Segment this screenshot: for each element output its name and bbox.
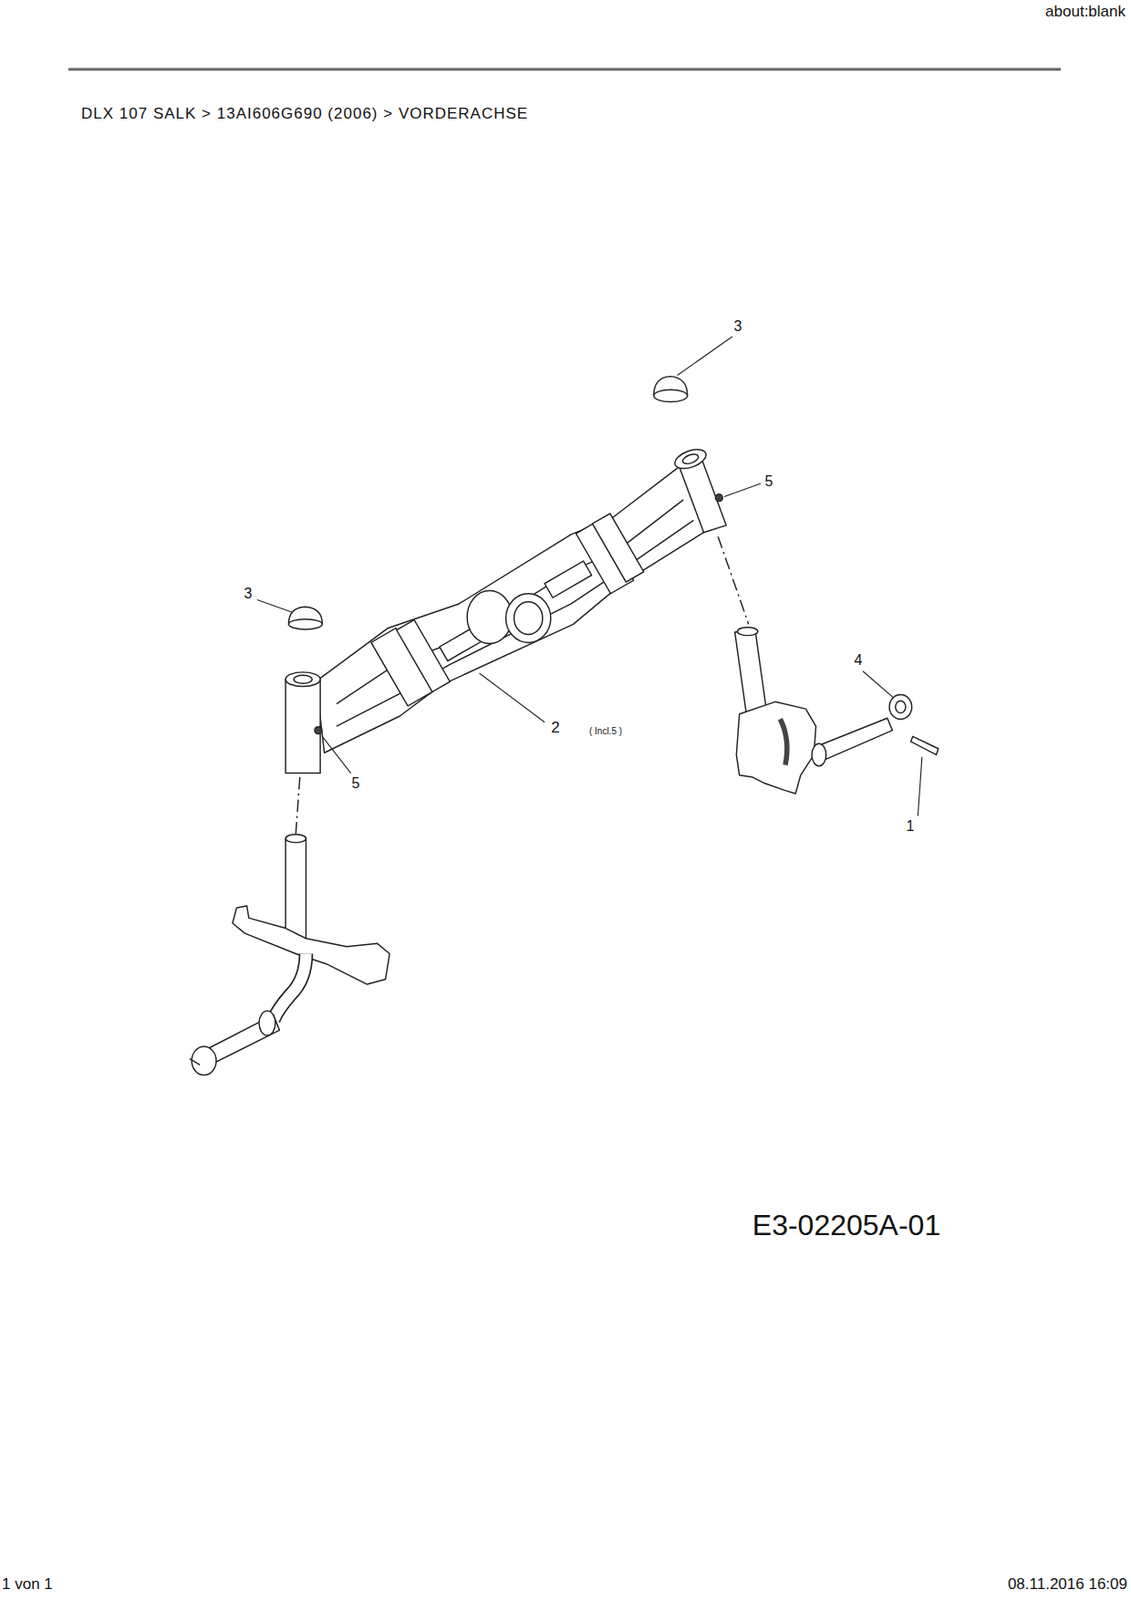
browser-url: about:blank bbox=[1045, 3, 1126, 21]
tube-bore bbox=[293, 674, 312, 684]
cotter-pin bbox=[911, 736, 939, 755]
grease-fitting bbox=[715, 494, 723, 502]
pivot-boss-inner bbox=[514, 601, 543, 635]
dust-cap-rim bbox=[288, 619, 322, 630]
right-pivot-tube bbox=[678, 458, 727, 533]
washer-bore bbox=[895, 700, 906, 713]
wheel-axle bbox=[816, 717, 893, 761]
leader-line bbox=[676, 336, 732, 375]
post-top bbox=[285, 834, 306, 843]
center-line bbox=[295, 777, 300, 835]
callout-number: 5 bbox=[765, 473, 774, 490]
axle-collar bbox=[811, 743, 827, 767]
center-line bbox=[717, 536, 749, 624]
callout-number: 3 bbox=[734, 318, 743, 335]
cotter-pin bbox=[189, 1058, 200, 1066]
callout-note: ( Incl.5 ) bbox=[589, 726, 623, 737]
print-timestamp: 08.11.2016 16:09 bbox=[1007, 1576, 1128, 1594]
callout-number: 2 bbox=[550, 719, 560, 737]
leader-line bbox=[724, 483, 761, 498]
spindle-post bbox=[285, 838, 306, 941]
tube-bore bbox=[681, 452, 700, 467]
callout-number: 3 bbox=[244, 585, 253, 602]
axle-collar bbox=[259, 1010, 276, 1036]
axle-washer bbox=[889, 694, 913, 719]
beam-rib bbox=[591, 513, 644, 582]
steering-knuckle bbox=[736, 701, 816, 794]
steering-arm bbox=[232, 905, 390, 985]
spindle-axle bbox=[273, 954, 307, 1021]
leader-line bbox=[257, 600, 292, 613]
header-rule bbox=[68, 68, 1061, 72]
grease-fitting bbox=[314, 726, 322, 735]
weld-seam bbox=[779, 718, 787, 765]
beam-rib bbox=[396, 620, 451, 693]
callout-number: 1 bbox=[906, 818, 915, 835]
tube-top bbox=[285, 672, 321, 687]
drawing-number: E3-02205A-01 bbox=[752, 1209, 941, 1242]
spindle-post bbox=[735, 629, 768, 714]
leader-line bbox=[917, 757, 922, 817]
post-top bbox=[736, 627, 758, 636]
leader-line bbox=[862, 671, 894, 698]
beam-slot bbox=[544, 560, 592, 598]
spindle-axle-outline bbox=[273, 954, 307, 1021]
page-count: 1 von 1 bbox=[1, 1576, 53, 1594]
leader-line bbox=[321, 736, 351, 773]
left-pivot-tube bbox=[285, 679, 321, 774]
callout-number: 4 bbox=[854, 652, 863, 669]
dust-cap-rim bbox=[653, 389, 688, 402]
pivot-boss bbox=[506, 593, 551, 644]
tube-top bbox=[672, 446, 709, 473]
beam-edge bbox=[336, 519, 694, 727]
breadcrumb-title: DLX 107 SALK > 13AI606G690 (2006) > VORD… bbox=[81, 105, 529, 124]
leader-line bbox=[479, 673, 546, 723]
axle-washer bbox=[191, 1046, 217, 1075]
callout-number: 5 bbox=[352, 775, 361, 792]
axle-beam bbox=[316, 465, 706, 753]
